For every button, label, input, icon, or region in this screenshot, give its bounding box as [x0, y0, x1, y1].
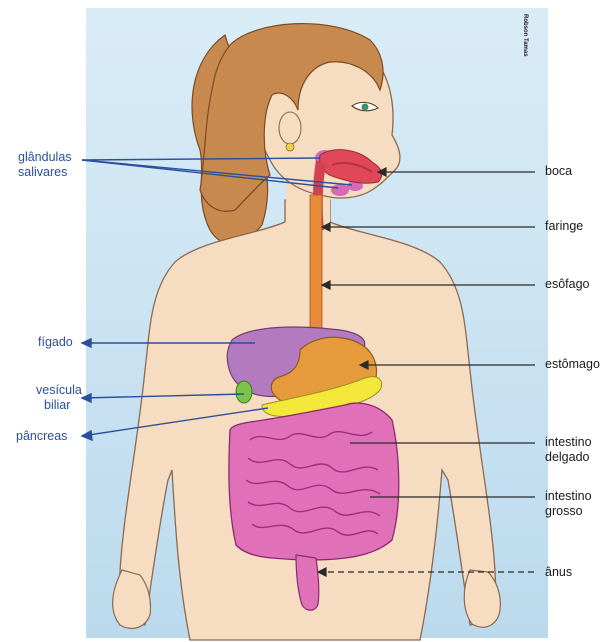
label-salivary-glands: glândulas salivares: [18, 150, 72, 180]
label-large-intestine: intestino grosso: [545, 489, 592, 519]
large-intestine: [229, 403, 399, 560]
label-small-intestine-line1: intestino: [545, 435, 592, 450]
label-esophagus: esôfago: [545, 277, 589, 292]
iris: [362, 104, 369, 111]
label-stomach: estômago: [545, 357, 600, 372]
label-gallbladder-line2: biliar: [36, 398, 82, 413]
gallbladder: [236, 381, 252, 403]
label-pharynx: faringe: [545, 219, 583, 234]
label-gallbladder: vesícula biliar: [36, 383, 82, 413]
label-gallbladder-line1: vesícula: [36, 383, 82, 398]
esophagus: [310, 195, 322, 345]
label-liver: fígado: [38, 335, 73, 350]
label-large-intestine-line1: intestino: [545, 489, 592, 504]
submandibular-gland: [331, 184, 349, 196]
image-credit: Robson Tamas: [522, 14, 528, 57]
label-salivary-line1: glândulas: [18, 150, 72, 165]
label-anus: ânus: [545, 565, 572, 580]
earring: [286, 143, 294, 151]
label-small-intestine: intestino delgado: [545, 435, 592, 465]
label-large-intestine-line2: grosso: [545, 504, 592, 519]
ear: [279, 112, 301, 144]
label-pancreas: pâncreas: [16, 429, 67, 444]
label-small-intestine-line2: delgado: [545, 450, 592, 465]
label-mouth: boca: [545, 164, 572, 179]
label-salivary-line2: salivares: [18, 165, 72, 180]
